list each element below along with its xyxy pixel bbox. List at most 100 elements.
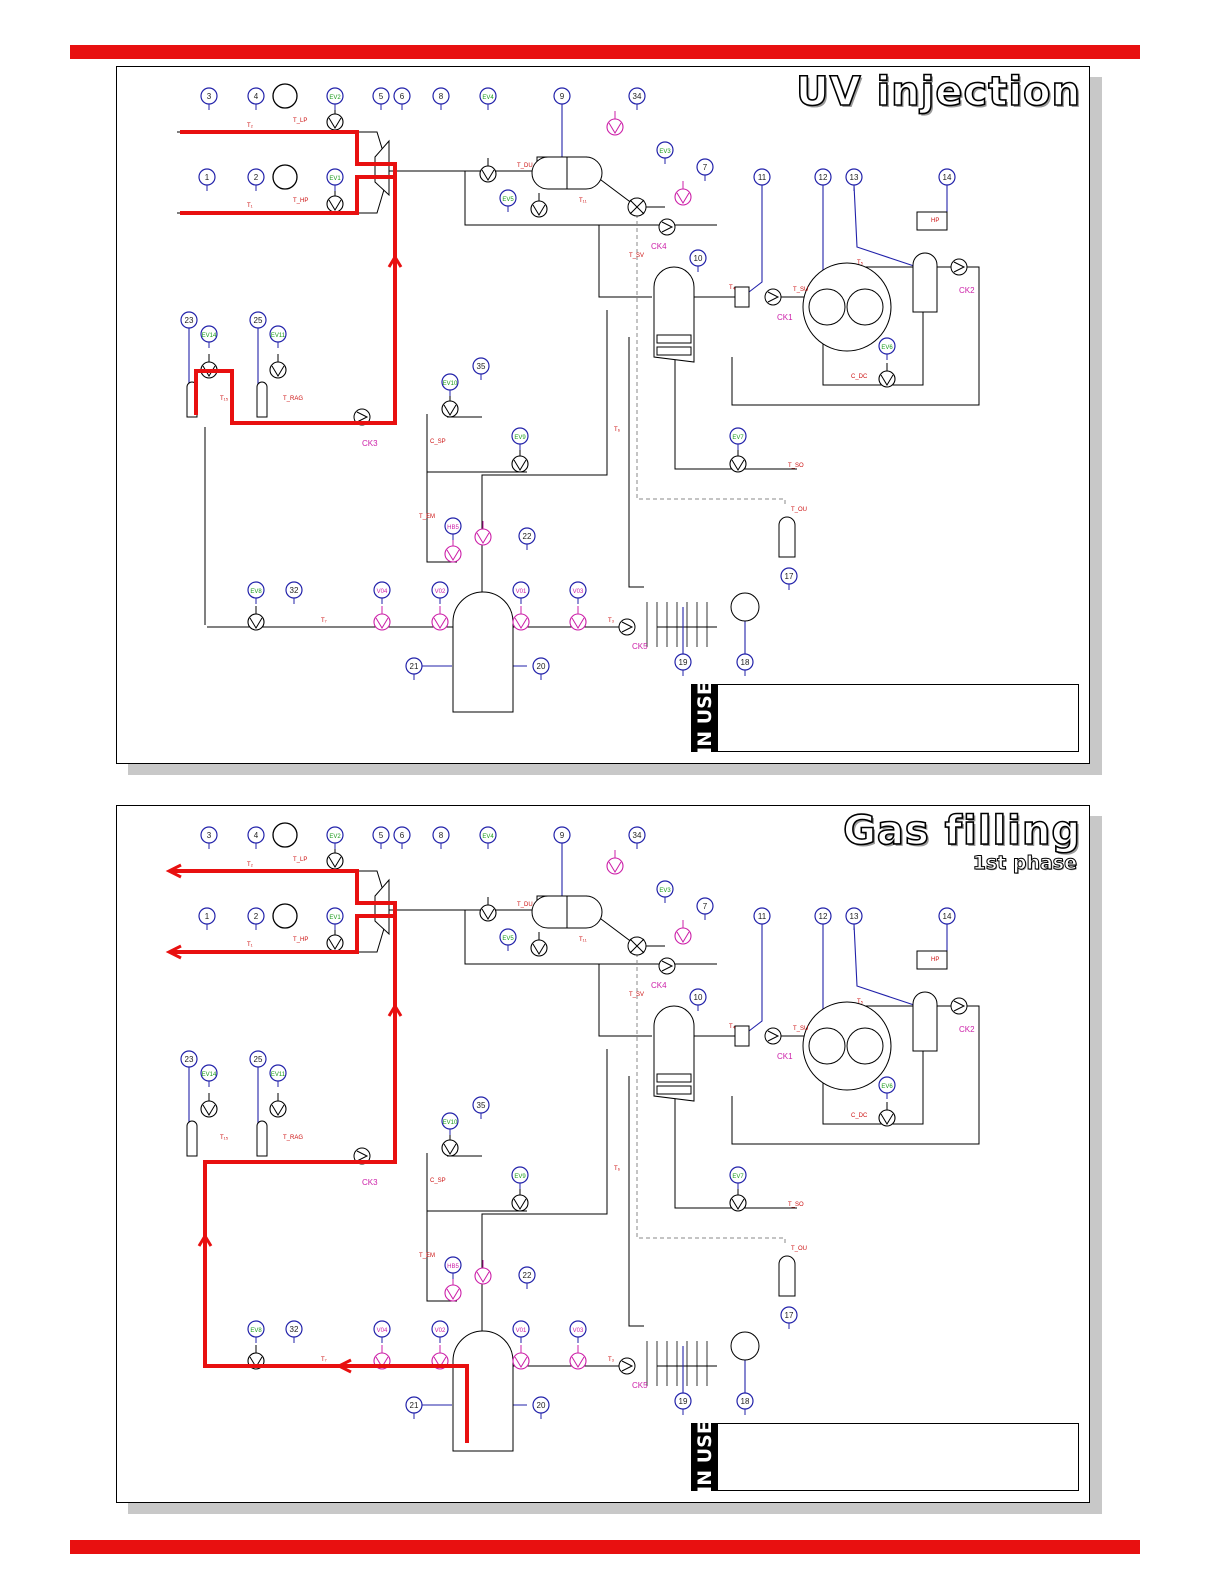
tag-label: EV4 [482, 834, 494, 840]
valve-icon [444, 538, 462, 563]
instrument-tag: EV5 [499, 928, 517, 951]
component-label: CK4 [651, 981, 667, 990]
instrument-tag: 20 [532, 1396, 550, 1419]
check-valve-mark [953, 1000, 966, 1012]
component-label: CK1 [777, 1052, 793, 1061]
pipe [628, 337, 644, 588]
tag-bubble [180, 311, 198, 329]
check-valve-icon [764, 288, 782, 306]
pipe [464, 171, 717, 226]
check-valve-mark [661, 221, 674, 233]
instrument-tag: 5 [372, 87, 390, 110]
tag-bubble [247, 581, 265, 599]
temperature-label: T₁₁ [579, 198, 587, 204]
tag-label: 10 [694, 993, 703, 1002]
valve-icon [512, 606, 530, 631]
in-use-box: IN USE [691, 1421, 1079, 1493]
valve-icon [479, 897, 497, 922]
tag-label: 32 [290, 1325, 299, 1334]
check-valve-icon [618, 1357, 636, 1375]
check-valve-mark [767, 291, 780, 303]
tag-label: 1 [205, 173, 210, 182]
temperature-label: HP [931, 957, 939, 963]
valve-mark [731, 459, 745, 471]
valve-mark [880, 374, 894, 386]
instrument-tag: 10 [689, 249, 707, 272]
hp-switch-box [916, 211, 948, 231]
tag-label: 19 [679, 658, 688, 667]
tag-label: 35 [477, 362, 486, 371]
filter-drier [734, 1025, 750, 1047]
tag-label: V04 [377, 589, 388, 595]
valve-icon [878, 1102, 896, 1127]
instrument-tag: 12 [814, 907, 832, 930]
instrument-tag: EV8 [247, 581, 265, 604]
instrument-tag: EV9 [511, 427, 529, 450]
tag-bubble [780, 1306, 798, 1324]
tag-label: EV9 [514, 435, 526, 441]
three-way-valve-mark [629, 938, 645, 954]
flow-arrow [165, 863, 182, 879]
instrument-tag: EV1 [326, 168, 344, 191]
flow-line [180, 175, 395, 215]
component-label: CK1 [777, 313, 793, 322]
tag-label: V02 [435, 1328, 446, 1334]
temperature-label: T₁ [247, 942, 253, 948]
component-label: CK3 [362, 1178, 378, 1187]
tag-label: 35 [477, 1101, 486, 1110]
valve-icon [674, 181, 692, 206]
tag-label: V01 [516, 589, 527, 595]
flow-arrow [197, 1233, 213, 1247]
temperature-label: T₁ [247, 203, 253, 209]
tag-label: 2 [254, 173, 259, 182]
tag-bubble [511, 427, 529, 445]
tag-bubble [736, 653, 754, 671]
tag-label: 19 [679, 1397, 688, 1406]
instrument-tag: 13 [845, 907, 863, 930]
check-valve-icon [764, 1027, 782, 1045]
temperature-label: T_SV [629, 253, 644, 259]
valve-mark [375, 617, 389, 629]
temperature-label: T_OU [791, 507, 807, 513]
valve-mark [328, 938, 342, 950]
valve-icon [474, 1260, 492, 1285]
tag-bubble [431, 581, 449, 599]
valve-mark [446, 549, 460, 561]
tag-bubble [285, 581, 303, 599]
valve-icon [674, 920, 692, 945]
instrument-tag: V01 [512, 1320, 530, 1343]
temperature-label: C_SP [430, 1178, 446, 1184]
pipe [426, 414, 457, 563]
tag-bubble [511, 1166, 529, 1184]
instrument-tag: EV5 [499, 189, 517, 212]
tag-bubble [729, 427, 747, 445]
tag-bubble [180, 1050, 198, 1068]
tag-label: 23 [185, 1055, 194, 1064]
instrument-tag: V04 [373, 1320, 391, 1343]
tag-label: EV7 [732, 435, 744, 441]
check-valve-icon [658, 218, 676, 236]
temperature-label: T₁₅ [220, 396, 229, 402]
valve-mark [481, 908, 495, 920]
tag-label: 1 [205, 912, 210, 921]
tag-bubble [753, 168, 771, 186]
tag-label: 25 [254, 316, 263, 325]
instrument-leader [748, 185, 763, 293]
tag-bubble [200, 325, 218, 343]
tag-bubble [689, 249, 707, 267]
pipe [481, 1049, 608, 1406]
temperature-label: T_SO [788, 463, 804, 469]
in-use-tag: IN USE [692, 1421, 718, 1493]
instrument-tag: V03 [569, 581, 587, 604]
instrument-tag: 11 [753, 168, 771, 191]
tag-label: EV1 [329, 176, 341, 182]
temperature-label: T_SO [788, 1202, 804, 1208]
instrument-tag: 34 [628, 826, 646, 849]
instrument-tag: 9 [553, 87, 571, 110]
filter-drier [734, 286, 750, 308]
tag-label: 22 [523, 1271, 532, 1280]
temperature-label: T₁₅ [220, 1135, 229, 1141]
three-way-valve-icon [627, 197, 647, 217]
check-valve-mark [953, 261, 966, 273]
